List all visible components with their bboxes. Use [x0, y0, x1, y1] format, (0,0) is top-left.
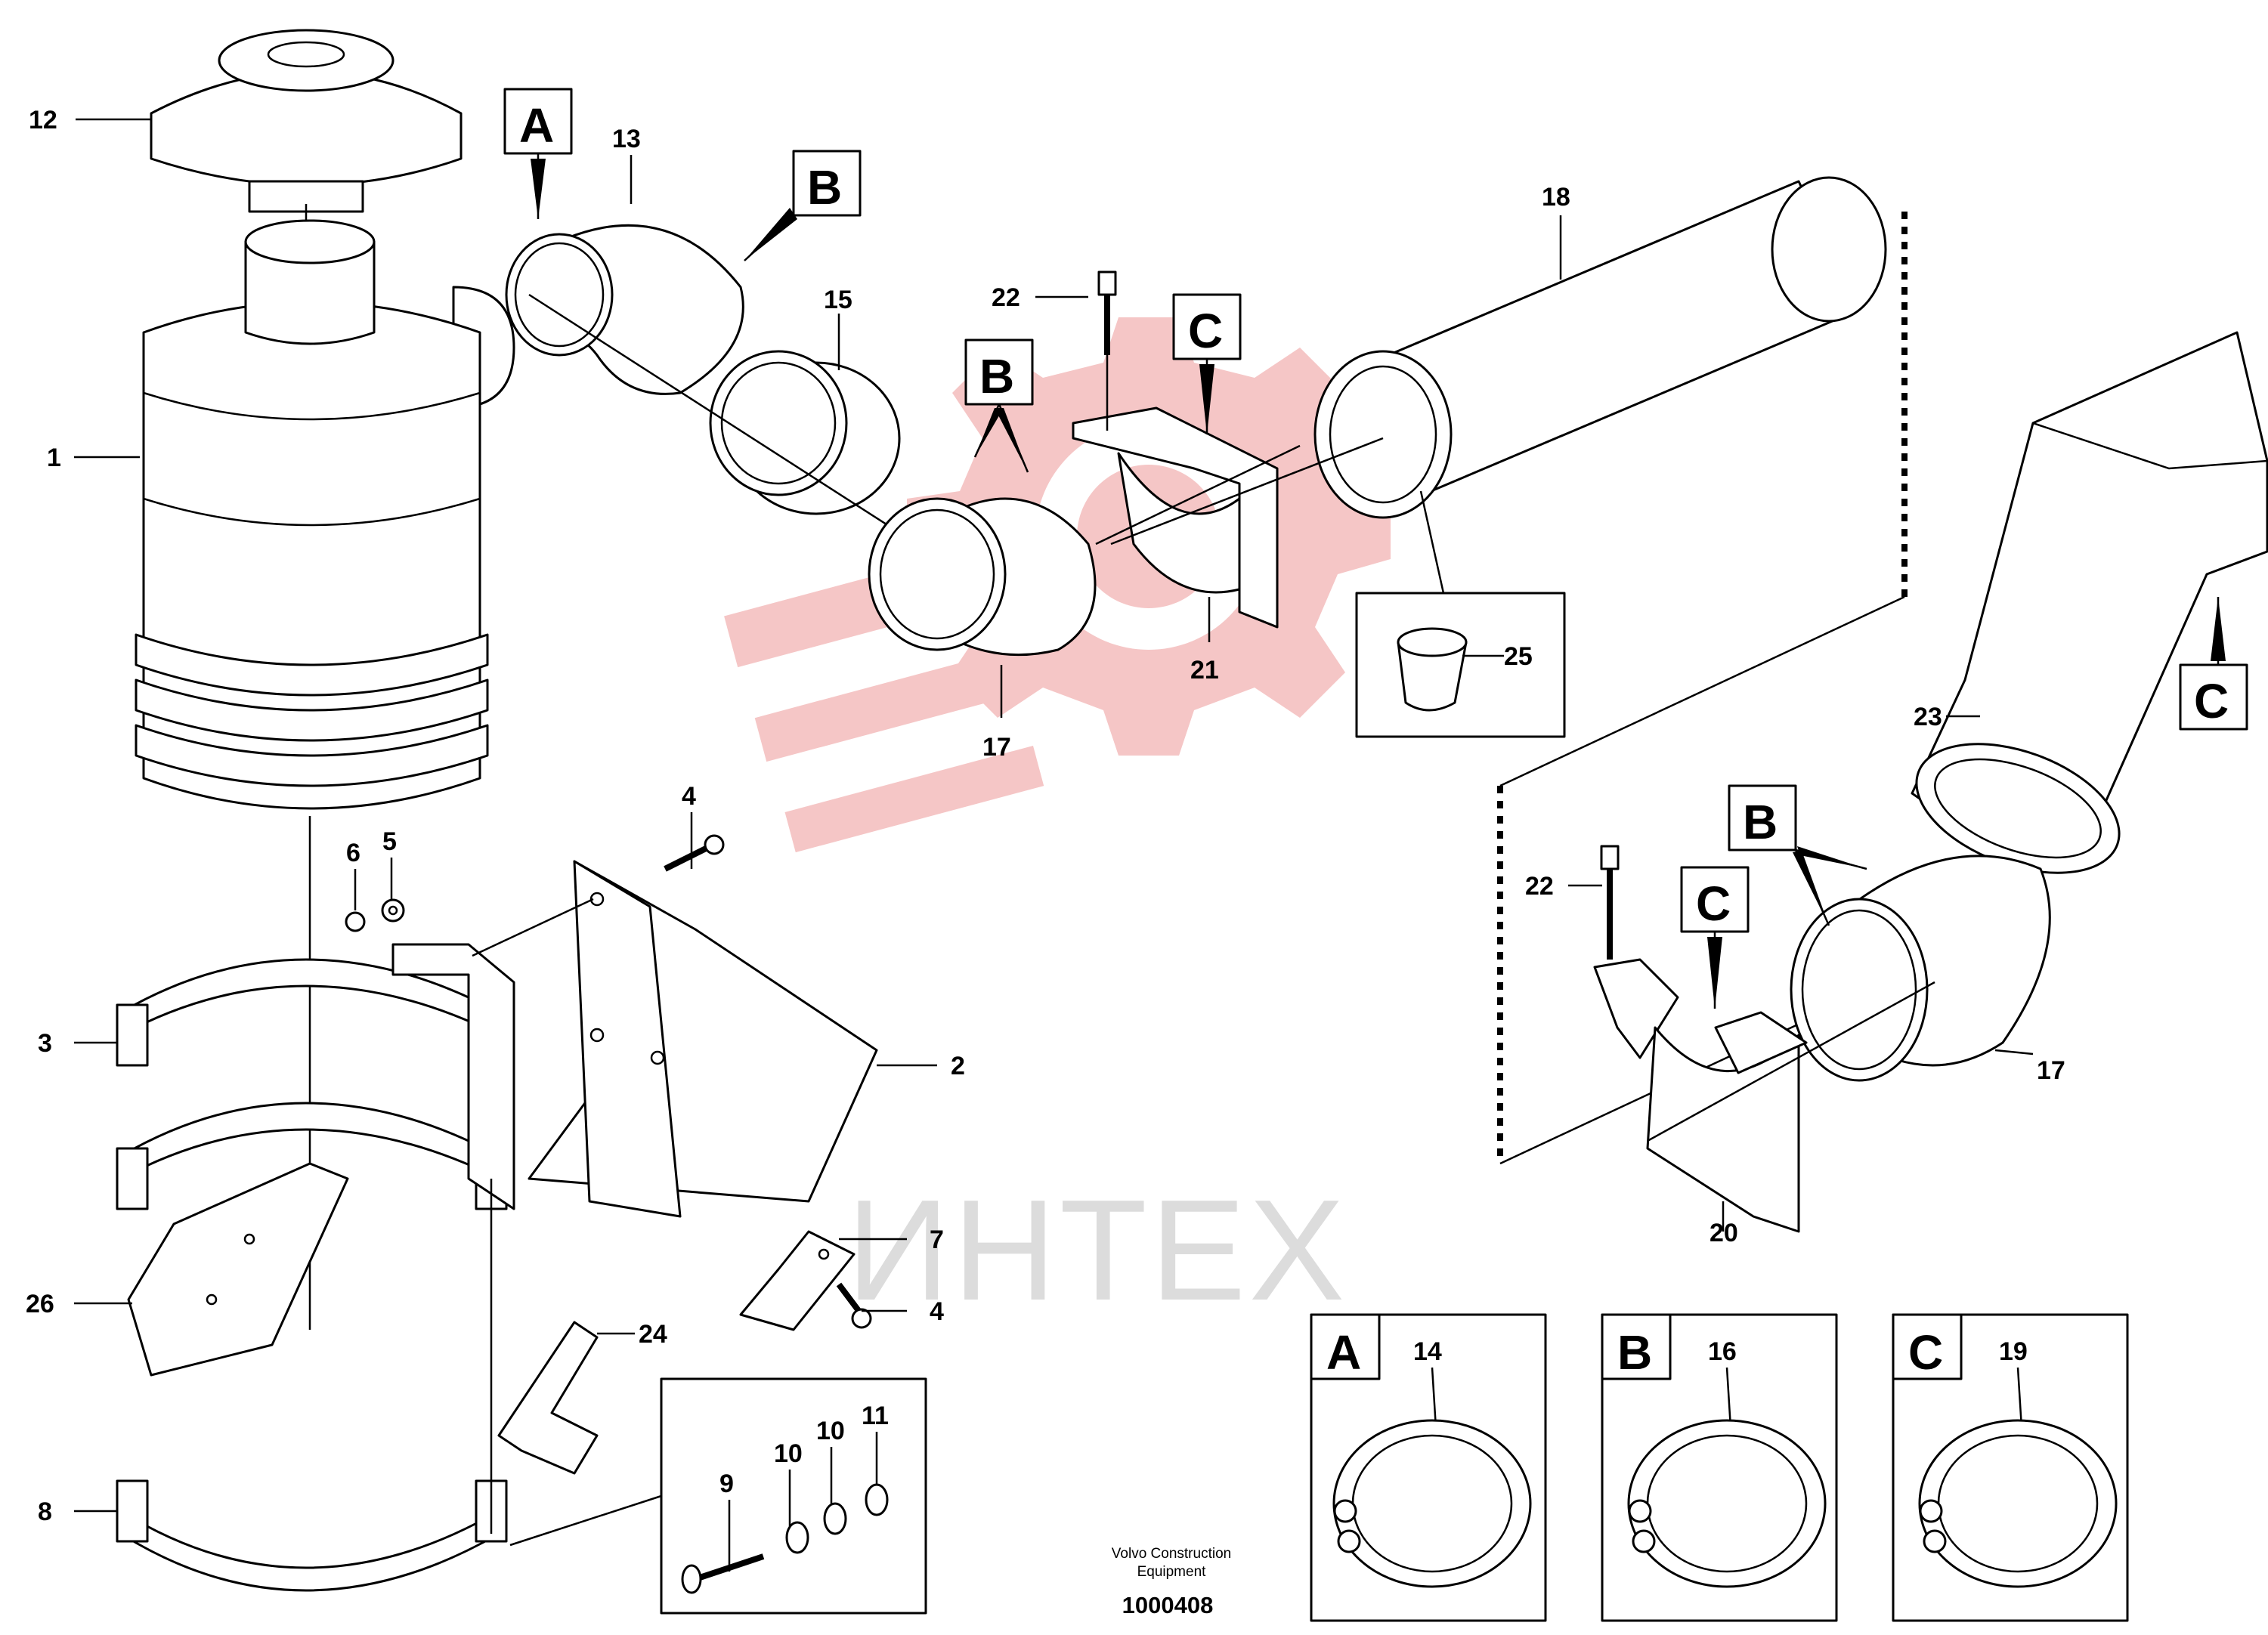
legend-letter-a: A: [1326, 1325, 1361, 1380]
inset-fasteners: [509, 1377, 927, 1615]
callout-7: 7: [930, 1225, 944, 1254]
part-23-air-duct: [1911, 331, 2268, 874]
callout-8: 8: [38, 1497, 52, 1526]
callout-5: 5: [382, 827, 397, 856]
callout-3: 3: [38, 1029, 52, 1058]
clamp-icon-b: [1627, 1419, 1827, 1588]
axis-line-bracket20: [1647, 981, 1935, 1142]
callout-4-lower: 4: [930, 1297, 944, 1326]
part-18-intake-pipe: [1313, 176, 1887, 519]
clamp-icon-c: [1918, 1419, 2118, 1588]
callout-12: 12: [29, 106, 57, 134]
watermark-text: ИНТЕХ: [846, 1170, 1347, 1331]
callout-10-a: 10: [774, 1439, 803, 1468]
callout-25: 25: [1504, 642, 1533, 671]
part-22-bolt-upper: [1097, 270, 1117, 431]
svg-text:B: B: [807, 160, 842, 215]
callout-22-upper: 22: [992, 283, 1020, 312]
callout-24: 24: [639, 1320, 667, 1349]
part-7-spacer: [739, 1230, 856, 1331]
legend-part-14: 14: [1413, 1337, 1442, 1366]
callout-11: 11: [862, 1402, 889, 1430]
clamp-icon-a: [1332, 1419, 1532, 1588]
part-4-bolt-lower: [836, 1282, 872, 1329]
legend-box-a: A 14: [1310, 1313, 1547, 1622]
callout-4-upper: 4: [682, 782, 696, 811]
part-24-hook-bracket: [497, 1321, 599, 1475]
callout-22-lower: 22: [1525, 872, 1554, 901]
part-17-bend-lower: [1790, 855, 2051, 1082]
marker-b-bend: B: [964, 338, 1034, 473]
marker-c-bracket20: C: [1680, 866, 1750, 1009]
callout-21: 21: [1190, 656, 1219, 685]
legend-part-16: 16: [1708, 1337, 1737, 1366]
legend-box-b: B 16: [1601, 1313, 1838, 1622]
dashed-break-link-top: [1499, 595, 1905, 787]
callout-15: 15: [824, 286, 852, 314]
svg-text:B: B: [979, 349, 1014, 403]
svg-text:C: C: [1696, 876, 1731, 931]
legend-letter-b: B: [1617, 1325, 1652, 1380]
callout-9: 9: [719, 1470, 734, 1498]
svg-text:C: C: [2194, 674, 2229, 728]
axis-line-pipe: [1110, 437, 1384, 546]
marker-b-bend2: B: [1728, 784, 1867, 926]
credit-line-2: Equipment: [1137, 1564, 1207, 1580]
part-20-bracket: [1593, 958, 1808, 1233]
callout-20: 20: [1710, 1219, 1738, 1247]
part-4-bolt-upper: [664, 834, 725, 872]
credit-line-1: Volvo Construction: [1112, 1546, 1231, 1562]
callout-13: 13: [612, 125, 641, 153]
part-15-coupling: [709, 350, 901, 515]
document-number: 1000408: [1122, 1592, 1214, 1618]
callout-17-upper: 17: [982, 733, 1011, 762]
callout-26: 26: [26, 1290, 54, 1318]
callout-numbers: 12 1 3 8 26 13 15 18 22 22 21 17 20 17 2…: [26, 106, 2065, 1526]
legend-letter-c: C: [1908, 1325, 1943, 1380]
callout-6: 6: [346, 839, 360, 867]
part-5-6-washers: [345, 898, 405, 932]
part-26-plate: [127, 1162, 349, 1377]
svg-text:C: C: [1188, 304, 1223, 358]
callout-18: 18: [1542, 183, 1570, 212]
inset-part-25: [1355, 490, 1566, 738]
marker-b-hose: B: [744, 150, 862, 261]
svg-text:A: A: [519, 98, 554, 153]
callout-leaders: [74, 118, 2034, 1572]
marker-a-hose: A: [503, 88, 573, 219]
part-22-bolt-lower: [1600, 845, 1620, 960]
marker-c-duct23: C: [2179, 597, 2248, 731]
axis-line-bracket21: [1095, 444, 1301, 546]
part-2-mount-bracket: [528, 860, 878, 1218]
credit-block: Volvo Construction Equipment 1000408: [1112, 1546, 1231, 1618]
callout-10-b: 10: [816, 1417, 845, 1445]
callout-23: 23: [1914, 703, 1942, 731]
callout-17-lower: 17: [2037, 1056, 2065, 1085]
part-13-elbow-hose: [505, 224, 744, 395]
part-21-bracket: [1072, 406, 1279, 629]
legend-box-c: C 19: [1892, 1313, 2129, 1622]
part-12-rain-cap: [150, 29, 463, 261]
callout-1: 1: [47, 444, 61, 472]
part-1-air-cleaner: [135, 219, 515, 810]
svg-text:B: B: [1743, 795, 1778, 849]
part-8-bottom-strap: [116, 1479, 508, 1592]
line-bracket-link: [472, 898, 594, 957]
legend-part-19: 19: [1999, 1337, 2028, 1366]
part-17-bend-upper: [868, 497, 1097, 657]
callout-2: 2: [951, 1052, 965, 1080]
marker-c-bracket21: C: [1172, 293, 1242, 434]
